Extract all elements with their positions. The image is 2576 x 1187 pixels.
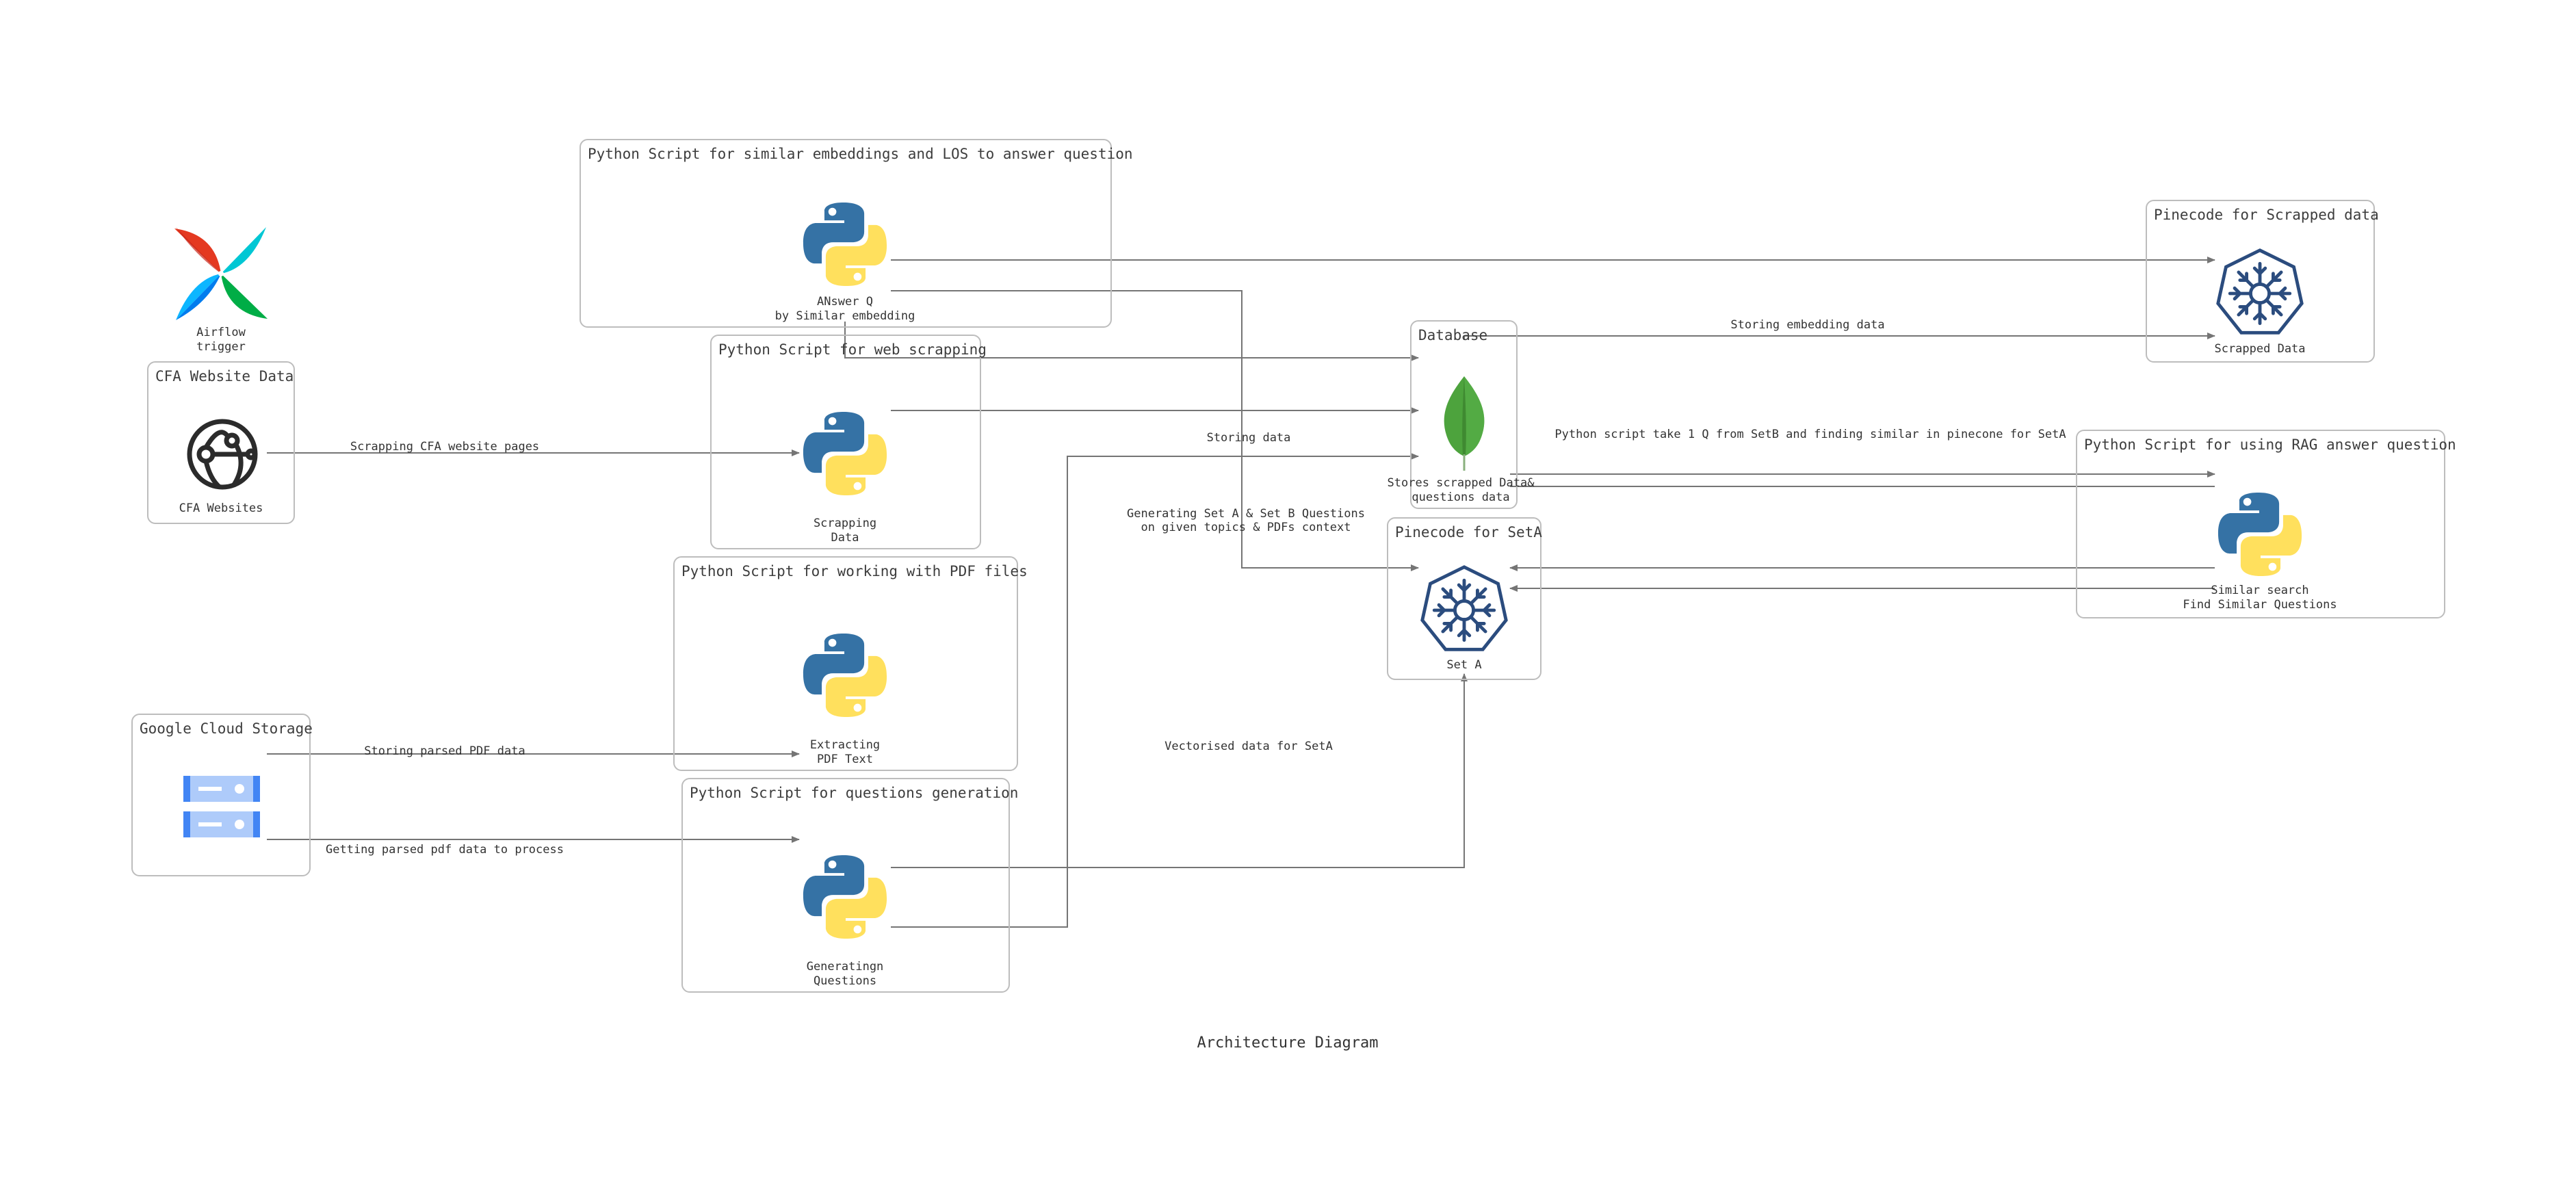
scrapping-label-line2: Data	[831, 531, 859, 545]
edge-label-storing-embedding: Storing embedding data	[1730, 318, 1885, 332]
generating-label-line2: Questions	[813, 974, 877, 988]
answer-q-label-line1: ANswer Q	[817, 295, 873, 309]
cluster-gcs: Google Cloud Storage	[131, 714, 313, 876]
edge-label-storing-data: Storing data	[1206, 431, 1291, 445]
airflow-label-line1: Airflow	[196, 326, 246, 339]
edge-airflow-to-database	[844, 322, 1419, 361]
mongodb-label-line2: questions data	[1411, 491, 1510, 504]
cluster-pdf-script: Python Script for working with PDF files	[673, 556, 1028, 771]
python-icon	[802, 632, 888, 718]
mongodb-leaf-icon	[1444, 376, 1485, 471]
airflow-label-line2: trigger	[196, 340, 246, 354]
mongodb-label: Stores scrapped Data& questions data	[1388, 476, 1535, 505]
globe-network-icon	[187, 419, 258, 490]
scrapping-label-line1: Scrapping	[813, 517, 877, 530]
cluster-questions-script: Python Script for questions generation	[681, 778, 1018, 993]
edge-label-vectorised: Vectorised data for SetA	[1165, 740, 1333, 753]
cfa-websites-label: CFA Websites	[179, 501, 263, 515]
cluster-title-rag-script: Python Script for using RAG answer quest…	[2084, 436, 2456, 453]
cloud-storage-icon	[183, 776, 260, 837]
edge-generating-to-database	[891, 453, 1419, 928]
edge-label-generating-sets: Generating Set A & Set B Questions on gi…	[1127, 507, 1365, 534]
edge-answer-to-seta	[891, 290, 1419, 571]
edge-label-storing-pdf: Storing parsed PDF data	[364, 744, 525, 758]
diagram-title: Architecture Diagram	[1197, 1034, 1379, 1052]
cluster-pinecone-seta: Pinecode for SetA	[1387, 517, 1542, 680]
cluster-title-web-script: Python Script for web scrapping	[718, 341, 987, 358]
airflow-label: Airflow trigger	[196, 326, 246, 354]
cluster-title-database: Database	[1418, 327, 1488, 343]
generating-label-line1: Generatingn	[806, 960, 884, 974]
cluster-title-pinecone-scrapped: Pinecode for Scrapped data	[2154, 207, 2379, 223]
set-a-label: Set A	[1446, 658, 1482, 672]
extracting-label-line1: Extracting	[809, 738, 881, 752]
cluster-title-questions-script: Python Script for questions generation	[690, 785, 1019, 801]
cluster-title-pdf-script: Python Script for working with PDF files	[681, 563, 1028, 579]
cluster-web-script: Python Script for web scrapping	[710, 335, 987, 549]
edge-generating-to-seta	[891, 673, 1468, 868]
scrapped-data-label: Scrapped Data	[2214, 342, 2306, 356]
mongodb-label-line1: Stores scrapped Data&	[1387, 476, 1535, 490]
extracting-label-line2: PDF Text	[817, 753, 873, 766]
cluster-title-gcs: Google Cloud Storage	[140, 720, 313, 737]
cluster-title-answer-script: Python Script for similar embeddings and…	[588, 146, 1133, 162]
cluster-pinecone-scrapped: Pinecode for Scrapped data	[2146, 200, 2379, 363]
scrapping-label: Scrapping Data	[814, 517, 876, 545]
cluster-database: Database	[1410, 320, 1518, 509]
helm-wheel-icon	[1418, 564, 1511, 657]
similar-search-label-line2: Find Similar Questions	[2183, 598, 2337, 612]
cluster-title-pinecone-seta: Pinecode for SetA	[1395, 524, 1542, 540]
cluster-title-cfa-website: CFA Website Data	[155, 368, 294, 384]
edge-label-getting-pdf: Getting parsed pdf data to process	[326, 843, 564, 857]
python-icon	[802, 201, 888, 287]
edge-label-python-take: Python script take 1 Q from SetB and fin…	[1554, 428, 2066, 441]
helm-wheel-icon	[2213, 247, 2306, 340]
python-icon	[2217, 491, 2303, 577]
edge-database-to-pinecone-scrapped	[1463, 332, 2215, 340]
extracting-label: Extracting PDF Text	[810, 738, 880, 767]
edge-label-generating-sets-line2: on given topics & PDFs context	[1141, 521, 1351, 534]
python-icon	[802, 410, 888, 497]
edge-label-scrapping-cfa: Scrapping CFA website pages	[350, 440, 540, 454]
airflow-pinwheel-icon	[174, 227, 268, 320]
cluster-rag-script: Python Script for using RAG answer quest…	[2076, 430, 2456, 618]
python-icon	[802, 854, 888, 940]
answer-q-label: ANswer Q by Similar embedding	[775, 295, 915, 324]
cluster-cfa-website: CFA Website Data	[147, 361, 295, 524]
similar-search-label-line1: Similar search	[2211, 584, 2309, 597]
answer-q-label-line2: by Similar embedding	[775, 309, 915, 323]
generating-label: Generatingn Questions	[807, 960, 884, 989]
similar-search-label: Similar search Find Similar Questions	[2183, 584, 2337, 612]
edge-label-generating-sets-line1: Generating Set A & Set B Questions	[1127, 507, 1365, 521]
cluster-answer-script: Python Script for similar embeddings and…	[580, 139, 1133, 328]
